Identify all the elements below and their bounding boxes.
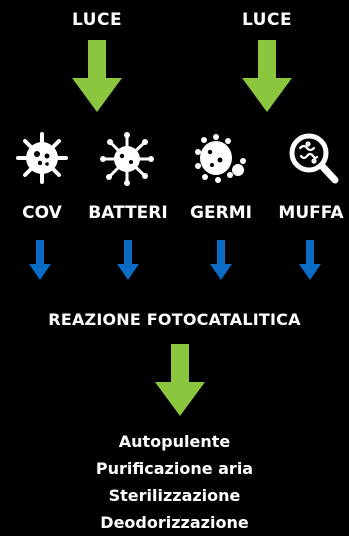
result-item: Sterilizzazione — [108, 486, 241, 505]
category-label-cov: COV — [22, 203, 62, 223]
results-list: Autopulente Purificazione aria Sterilizz… — [0, 428, 349, 536]
blue-arrow-germi-icon — [210, 240, 232, 280]
category-label-muffa: MUFFA — [278, 203, 344, 223]
category-label-germi: GERMI — [190, 203, 252, 223]
reaction-label: REAZIONE FOTOCATALITICA — [48, 310, 301, 329]
result-item: Deodorizzazione — [100, 513, 249, 532]
result-item: Autopulente — [118, 432, 231, 451]
mold-magnifier-icon — [289, 133, 339, 184]
light-label-left: LUCE — [71, 10, 123, 30]
green-arrow-right-icon — [242, 40, 292, 112]
green-arrow-center-icon — [155, 344, 205, 416]
result-item: Purificazione aria — [95, 459, 254, 478]
light-label-right: LUCE — [241, 10, 293, 30]
bacteria-icon — [100, 132, 154, 186]
blue-arrow-batteri-icon — [117, 240, 139, 280]
blue-arrow-muffa-icon — [299, 240, 321, 280]
blue-arrow-cov-icon — [29, 240, 51, 280]
virus-icon — [16, 132, 68, 184]
category-label-batteri: BATTERI — [88, 203, 168, 223]
germ-icon — [195, 134, 246, 183]
green-arrow-left-icon — [72, 40, 122, 112]
